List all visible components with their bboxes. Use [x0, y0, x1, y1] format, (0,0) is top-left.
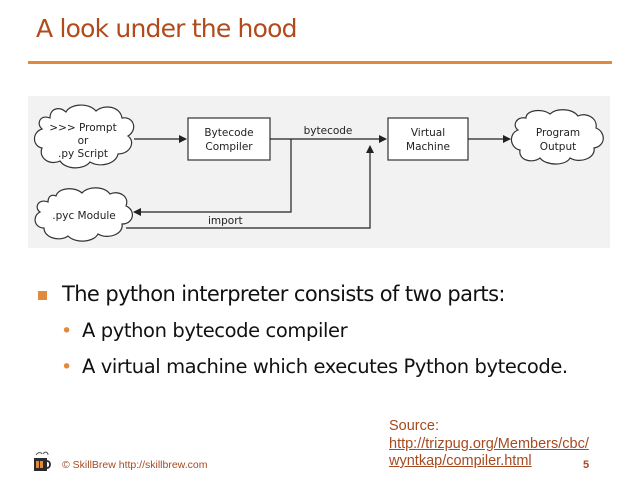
- prompt-line2: or: [78, 135, 89, 147]
- square-bullet-icon: [38, 291, 47, 300]
- bytecode-edge-label: bytecode: [304, 125, 353, 137]
- arrow-bytecode-to-pyc: [133, 139, 292, 216]
- diagram-svg: >>> Prompt or .py Script .pyc Module Byt…: [33, 104, 604, 242]
- output-line2: Output: [540, 141, 576, 153]
- bullet-sub-1-text: A python bytecode compiler: [82, 319, 348, 342]
- page-number: 5: [583, 459, 590, 471]
- output-cloud: Program Output: [510, 109, 604, 165]
- bullet-sub-2: • A virtual machine which executes Pytho…: [36, 352, 576, 382]
- bullet-sub-2-text: A virtual machine which executes Python …: [82, 355, 568, 378]
- dot-bullet-icon: •: [61, 320, 72, 342]
- arrow-pyc-to-vm: [126, 145, 374, 229]
- bullet-sub-1: • A python bytecode compiler: [36, 316, 576, 346]
- source-link-line2[interactable]: wyntkap/compiler.html: [389, 453, 532, 469]
- pyc-label: .pyc Module: [52, 210, 116, 222]
- source-link-line1[interactable]: http://trizpug.org/Members/cbc/: [389, 435, 589, 452]
- compiler-box: Bytecode Compiler: [187, 117, 271, 161]
- bullet-main-text: The python interpreter consists of two p…: [62, 282, 505, 306]
- vm-line2: Machine: [406, 141, 450, 153]
- bullet-list: The python interpreter consists of two p…: [36, 282, 616, 382]
- vm-line1: Virtual: [411, 127, 445, 139]
- pyc-cloud: .pyc Module: [34, 187, 133, 242]
- footer-copyright: © SkillBrew http://skillbrew.com: [62, 459, 208, 471]
- bullet-main: The python interpreter consists of two p…: [36, 282, 616, 306]
- source-label: Source:: [389, 418, 439, 434]
- compiler-line1: Bytecode: [204, 127, 253, 139]
- prompt-line1: >>> Prompt: [49, 122, 116, 134]
- prompt-line3: .py Script: [58, 148, 108, 160]
- compiler-line2: Compiler: [205, 141, 253, 153]
- dot-bullet-icon: •: [61, 356, 72, 378]
- interpreter-diagram: >>> Prompt or .py Script .pyc Module Byt…: [28, 96, 610, 248]
- output-line1: Program: [536, 127, 580, 139]
- slide-title: A look under the hood: [36, 14, 297, 43]
- skillbrew-logo-icon: [34, 451, 51, 471]
- import-edge-label: import: [208, 215, 243, 227]
- title-divider: [28, 61, 612, 64]
- vm-box: Virtual Machine: [387, 117, 469, 161]
- source-citation: Source: http://trizpug.org/Members/cbc/ …: [389, 418, 629, 471]
- prompt-cloud: >>> Prompt or .py Script: [33, 104, 135, 169]
